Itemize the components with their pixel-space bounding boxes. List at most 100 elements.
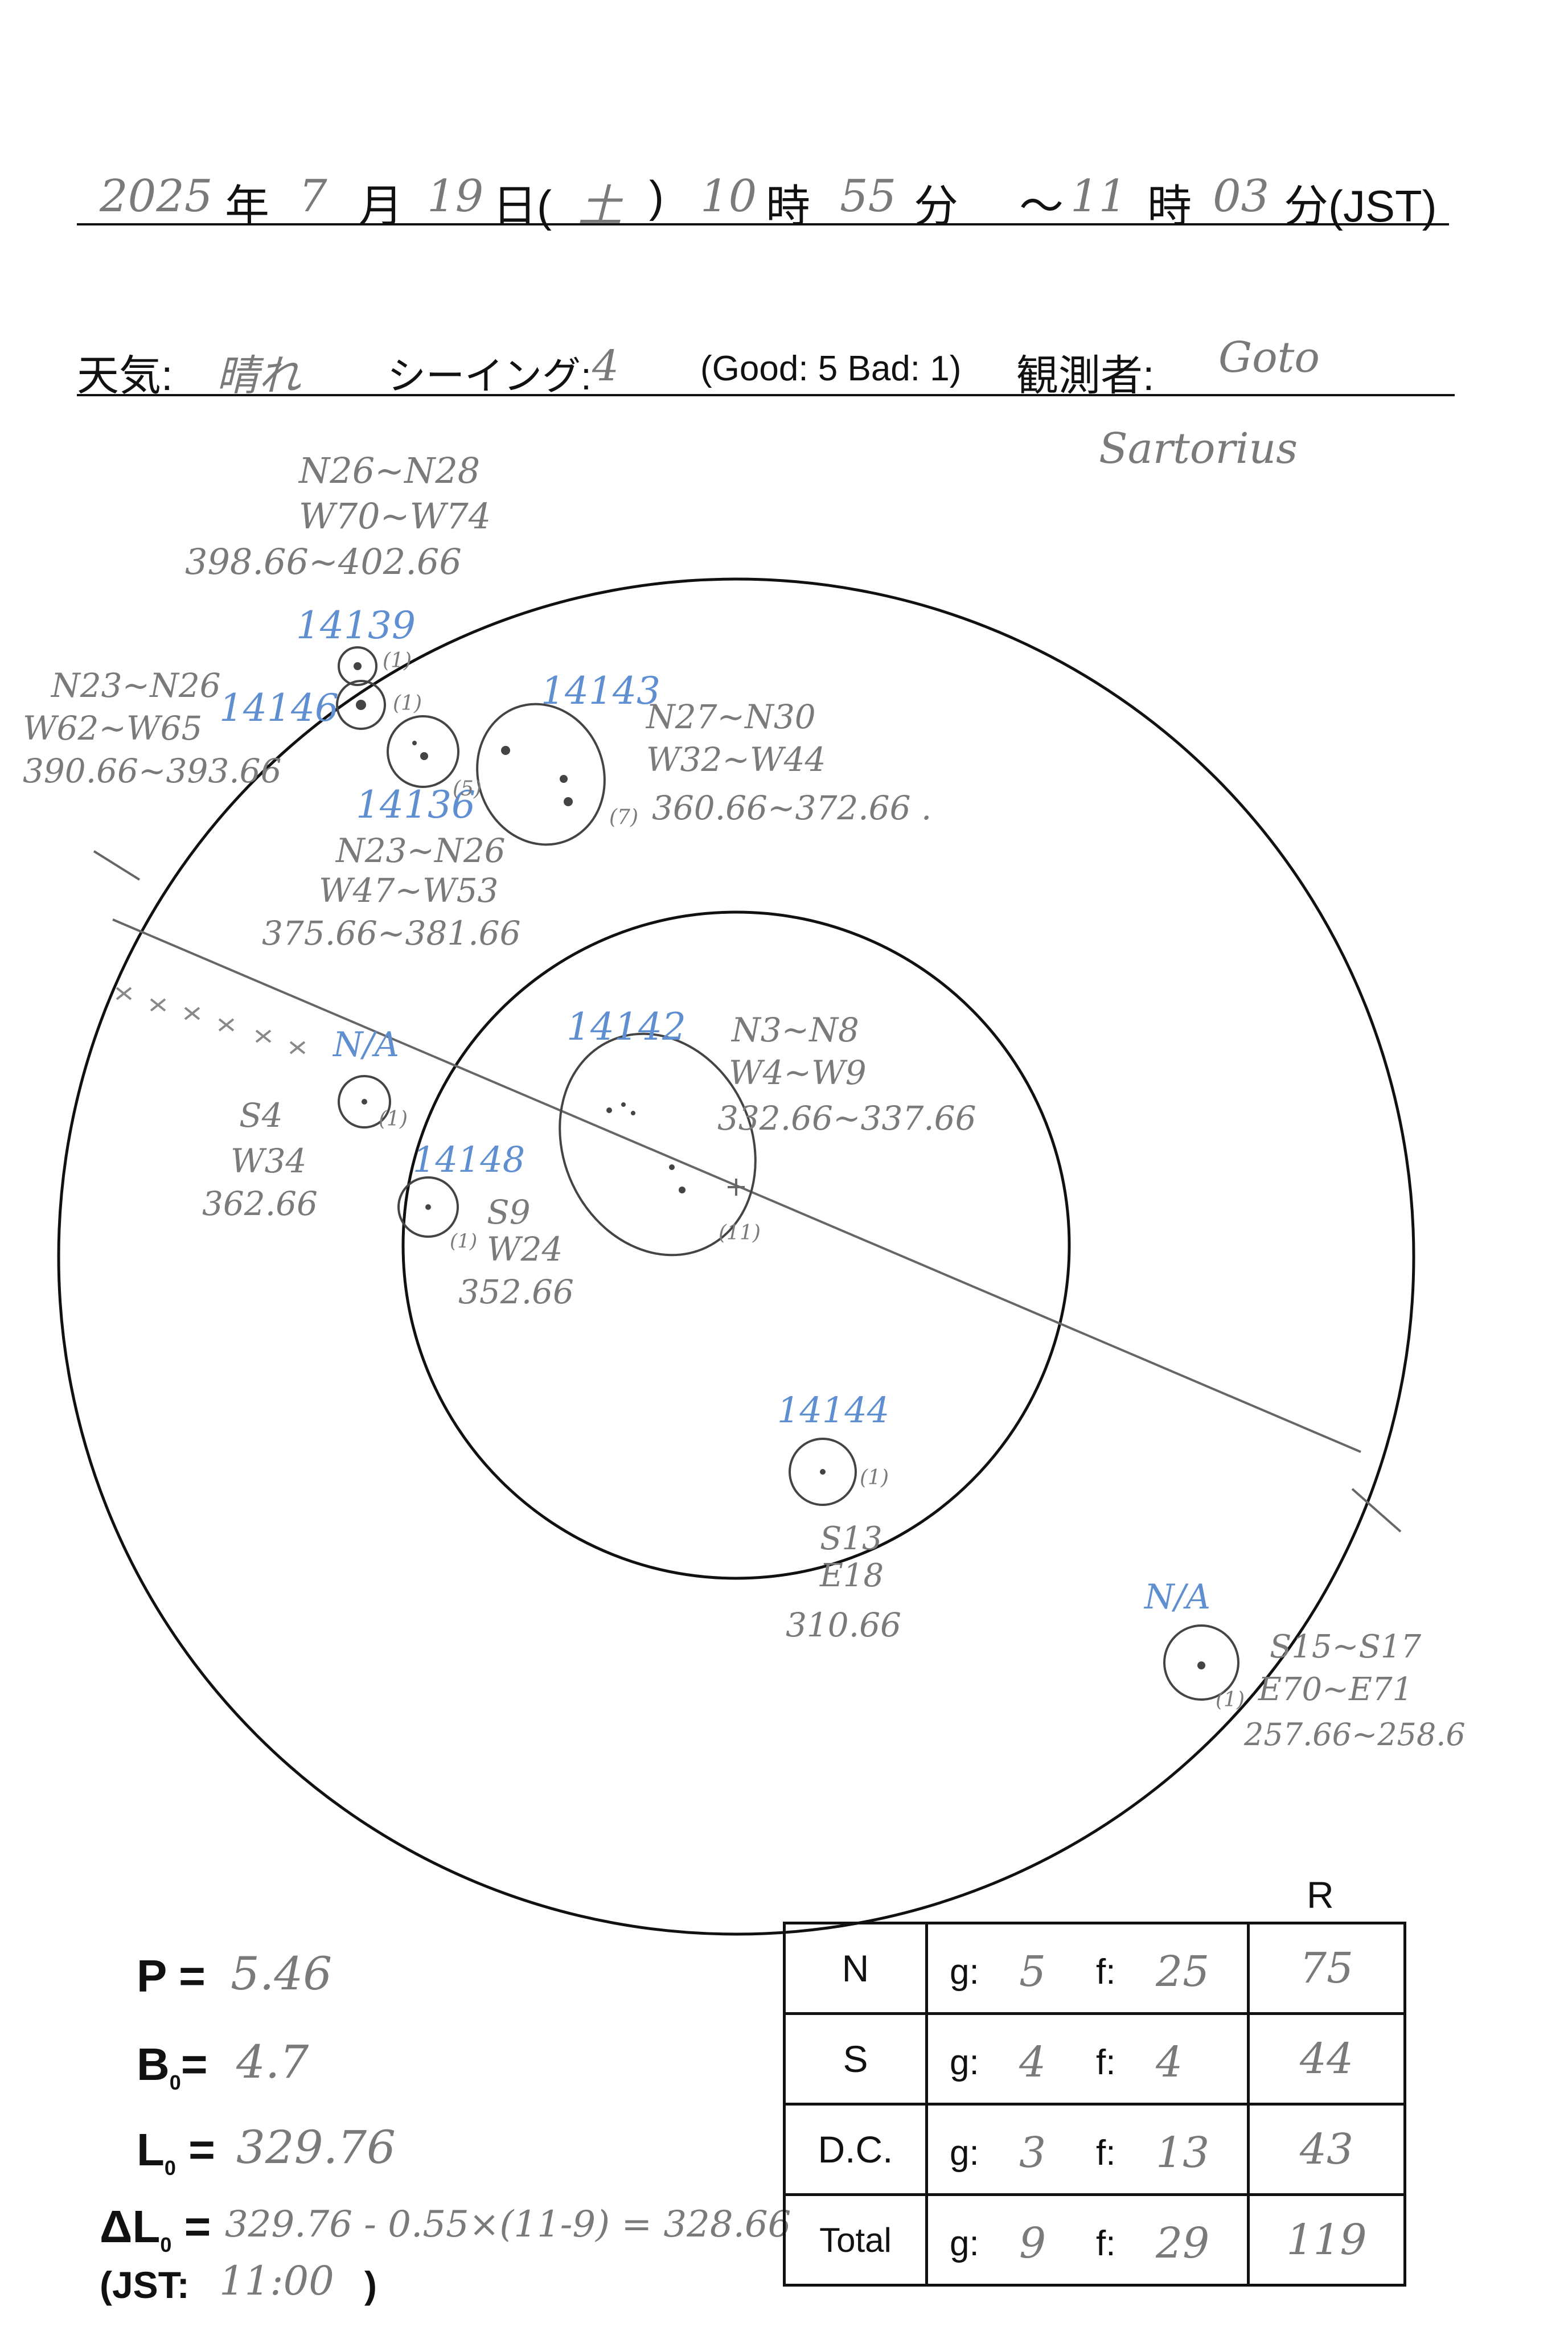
s-spots-value: 4 [1156,2038,1183,2087]
group-14148-carr: 352.66 [458,1273,574,1311]
group-14148-lat: S9 [487,1193,531,1232]
group-14143-lat: N27~N30 [646,697,816,736]
g-label: g: [950,1952,979,1992]
group-na-1-id: N/A [333,1025,400,1065]
group-14142-count: (11) [719,1221,761,1245]
seeing-value: 4 [592,342,619,391]
f-label: f: [1096,1952,1116,1992]
group-14143-lon: W32~W44 [646,740,826,779]
total-spots-value: 29 [1156,2219,1210,2268]
p-value: 5.46 [231,1947,333,2000]
group-14136-id: 14136 [356,783,475,827]
jst-label: (JST: [100,2264,190,2306]
r-column-header: R [1307,1874,1334,1916]
spot [412,741,417,745]
group-14142-id: 14142 [567,1005,686,1049]
minute-unit-tz: 分(JST) [1284,181,1437,231]
group-na-1-count: (1) [379,1107,408,1131]
solar-disk-outer-circle [57,577,1415,1936]
b0-label: B0= [137,2039,208,2094]
spot [1197,1661,1205,1669]
dc-r-value: 43 [1299,2125,1354,2174]
row-label-dc: D.C. [783,2103,928,2196]
table-row-s: S g: 4 f: 4 44 [783,2012,1406,2106]
group-14143-id: 14143 [541,669,660,713]
seeing-label: シーイング: [387,355,592,398]
group-14148-id: 14148 [413,1139,526,1180]
dc-groups-value: 3 [1019,2128,1046,2177]
n-groups-value: 5 [1019,1947,1046,1996]
spot-group-na-2 [1163,1624,1239,1701]
group-14139-id: 14139 [296,604,416,647]
s-r-value: 44 [1299,2034,1354,2083]
group-na-2-id: N/A [1144,1577,1211,1617]
spot [354,662,362,670]
spot-group-14142 [559,1032,757,1257]
start-hour-value: 10 [700,171,757,222]
start-minute-value: 55 [840,171,897,222]
table-row-total: Total g: 9 f: 29 119 [783,2193,1406,2287]
solar-disk-inner-circle [401,910,1071,1580]
jst-value: 11:00 [219,2258,334,2304]
observer-value: Goto [1218,333,1320,382]
range-separator: 〜 [1019,181,1064,231]
spot [362,1099,367,1105]
observer-label: 観測者: [1016,352,1155,399]
g-label: g: [950,2133,979,2173]
header-rule-2 [77,394,1455,396]
f-label: f: [1096,2133,1116,2173]
n-r-value: 75 [1299,1944,1354,1993]
faculae-marks [116,987,306,1054]
spot [669,1164,675,1170]
group-14146-id: 14146 [219,686,339,730]
group-14146-count: (1) [393,692,422,715]
month-unit: 月 [359,181,404,231]
group-14148-lon: W24 [487,1230,563,1269]
group-14142-carr: 332.66~337.66 [717,1099,976,1138]
spot-group-14146 [336,680,386,730]
year-unit: 年 [225,181,270,231]
spot [679,1187,686,1193]
group-14136-carr: 375.66~381.66 [262,914,521,953]
top-group-lon: W70~W74 [299,495,491,537]
top-group-lat: N26~N28 [299,450,481,491]
f-label: f: [1096,2224,1116,2263]
top-group-carr: 398.66~402.66 [185,541,462,582]
end-hour-value: 11 [1070,171,1127,222]
end-minute-value: 03 [1213,171,1270,222]
l0-value: 329.76 [236,2121,396,2174]
month-value: 7 [299,171,327,222]
dl0-label: ΔL0 = [100,2201,211,2256]
group-na-2-lat: S15~S17 [1270,1628,1422,1665]
group-14139-count: (1) [383,649,412,672]
group-14146-lat: N23~N26 [51,666,221,705]
spot [356,700,366,710]
day-value: 19 [427,171,484,222]
p-label: P = [137,1951,206,2001]
spot [560,775,568,783]
weather-label: 天気: [77,352,173,399]
g-label: g: [950,2224,979,2263]
hour-unit-2: 時 [1147,181,1192,231]
spot [425,1204,431,1210]
group-14136-count: (5) [453,777,482,801]
table-row-n: N g: 5 f: 25 75 [783,1922,1406,2015]
group-14144-id: 14144 [777,1389,890,1431]
spot-group-14139 [338,646,377,686]
total-r-value: 119 [1286,2215,1367,2264]
spot-group-na-1 [338,1075,391,1128]
group-na-1-carr: 362.66 [202,1184,318,1223]
seeing-scale: (Good: 5 Bad: 1) [700,349,962,388]
weekday-close: ) [649,171,664,221]
group-na-1-lat: S4 [239,1096,283,1135]
l0-label: L0 = [137,2124,215,2180]
s-groups-value: 4 [1019,2038,1046,2087]
group-14144-lat: S13 [820,1520,882,1557]
year-value: 2025 [100,171,213,222]
spot-group-14136 [387,715,459,788]
dl0-value: 329.76 - 0.55×(11-9) = 328.66 [225,2203,791,2246]
observer-value-2: Sartorius [1099,424,1298,473]
row-label-total: Total [783,2193,928,2287]
group-14143-carr: 360.66~372.66 . [652,789,932,827]
group-14144-count: (1) [860,1466,889,1489]
